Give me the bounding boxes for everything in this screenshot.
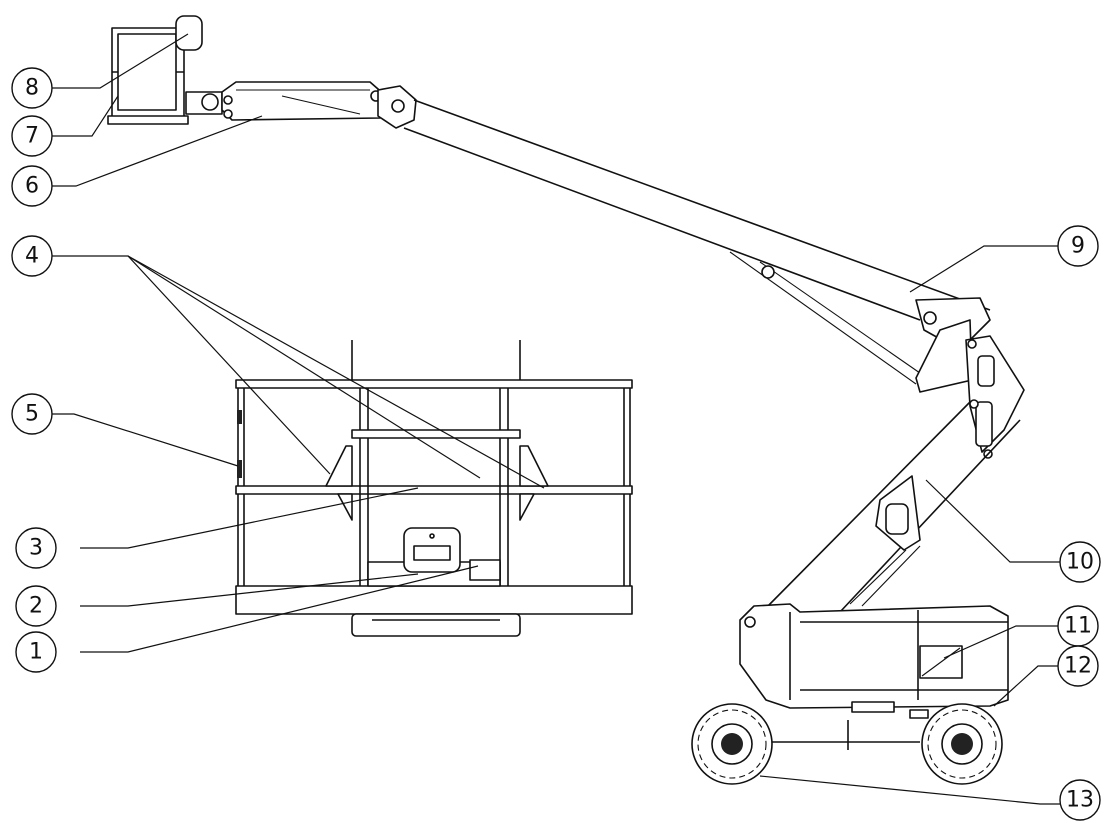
callout-5-circle: [11, 393, 53, 435]
callout-1-label: 1: [29, 640, 43, 665]
callout-13-circle: [1059, 779, 1101, 821]
callout-10-label: 10: [1066, 550, 1094, 575]
callout-6-circle: [11, 165, 53, 207]
callout-13-label: 13: [1066, 788, 1094, 813]
leader-2: [80, 573, 419, 607]
callout-12-label: 12: [1064, 654, 1092, 679]
small-platform-basket: [107, 15, 223, 125]
leader-4b: [127, 255, 545, 489]
leader-11: [943, 625, 1058, 659]
leader-4c: [127, 255, 481, 479]
callout-leaders: [52, 33, 1060, 805]
rear-wheel: [921, 703, 1003, 785]
callout-2-circle: [15, 585, 57, 627]
basket-detail-view: [235, 340, 633, 637]
callout-12: 12: [1057, 645, 1099, 687]
callout-11: 11: [1057, 605, 1099, 647]
callout-4-circle: [11, 235, 53, 277]
front-wheel: [691, 703, 773, 785]
callout-11-label: 11: [1064, 614, 1092, 639]
callout-3-label: 3: [29, 536, 43, 561]
leader-13: [759, 775, 1060, 805]
callout-8: 8: [11, 67, 53, 109]
callout-6: 6: [11, 165, 53, 207]
callout-7-label: 7: [25, 124, 39, 149]
leader-10: [925, 479, 1060, 563]
upper-boom: [403, 99, 991, 393]
callout-9: 9: [1057, 225, 1099, 267]
callout-1: 1: [15, 631, 57, 673]
leader-9: [909, 245, 1058, 293]
leader-4a: [52, 255, 331, 475]
callout-8-circle: [11, 67, 53, 109]
callout-6-label: 6: [25, 174, 39, 199]
callout-7-circle: [11, 115, 53, 157]
callout-13: 13: [1059, 779, 1101, 821]
leader-8: [52, 33, 189, 89]
leader-1: [80, 565, 479, 653]
jib-arm: [221, 81, 417, 129]
callout-5: 5: [11, 393, 53, 435]
callout-7: 7: [11, 115, 53, 157]
callout-10: 10: [1059, 541, 1101, 583]
callout-9-label: 9: [1071, 234, 1085, 259]
callout-4-label: 4: [25, 244, 39, 269]
callout-3: 3: [15, 527, 57, 569]
leader-3: [80, 487, 419, 549]
callout-2-label: 2: [29, 594, 43, 619]
callout-9-circle: [1057, 225, 1099, 267]
leader-7: [52, 95, 119, 137]
callout-5-label: 5: [25, 402, 39, 427]
boom-knuckle: [965, 335, 1025, 459]
callout-4: 4: [11, 235, 53, 277]
leader-12: [993, 665, 1058, 707]
callout-10-circle: [1059, 541, 1101, 583]
lower-boom: [763, 401, 1021, 613]
callout-1-circle: [15, 631, 57, 673]
callout-2: 2: [15, 585, 57, 627]
chassis: [739, 603, 1009, 750]
callout-12-circle: [1057, 645, 1099, 687]
leader-6: [52, 115, 263, 187]
leader-5: [52, 413, 239, 467]
callout-3-circle: [15, 527, 57, 569]
callout-8-label: 8: [25, 76, 39, 101]
